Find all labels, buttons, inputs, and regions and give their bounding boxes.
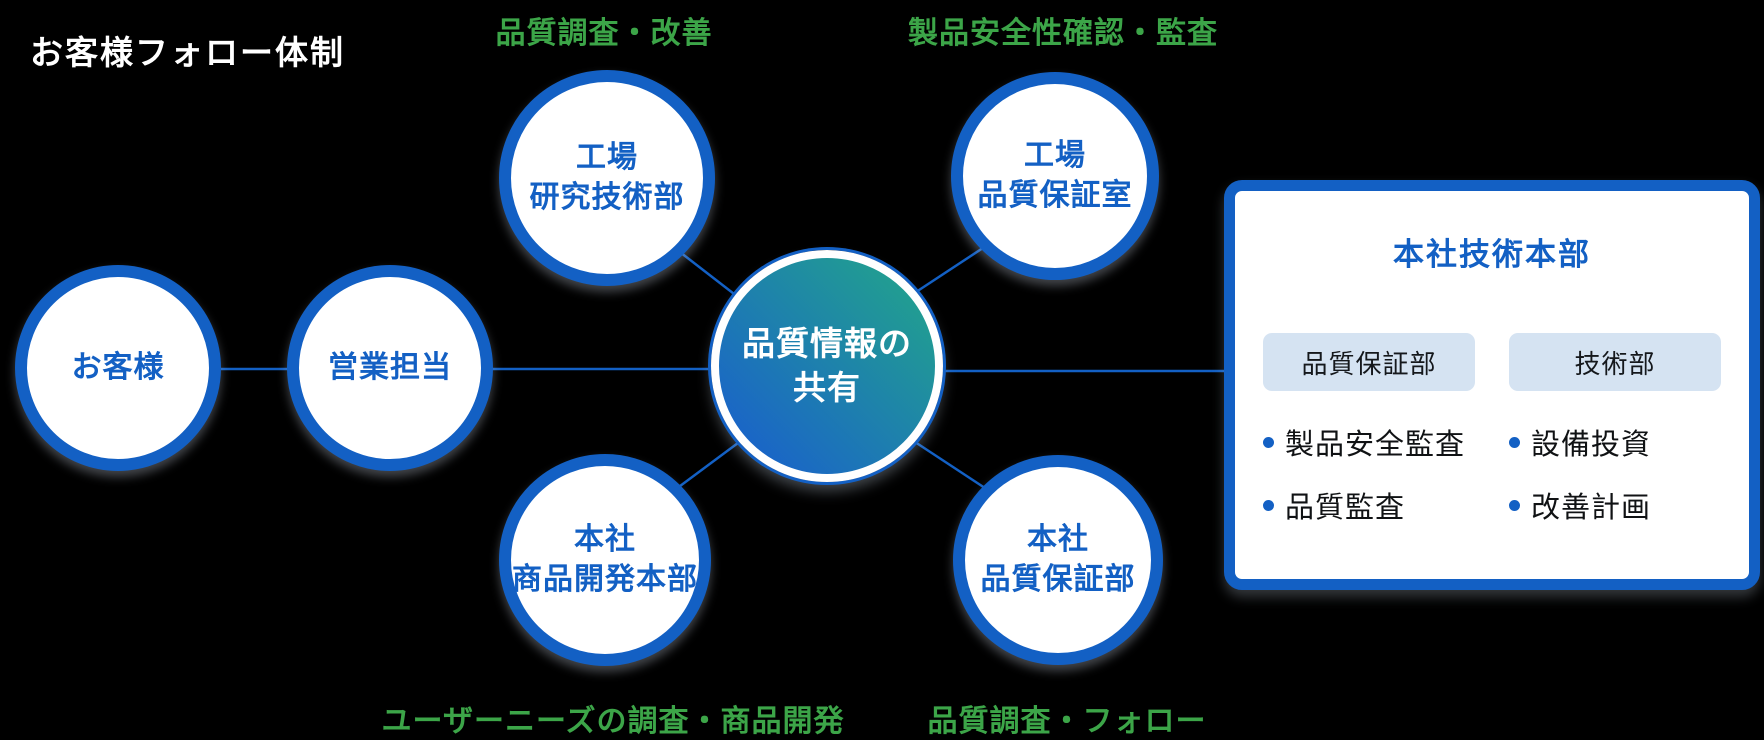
connector-hq-dev-hub	[671, 438, 743, 494]
node-factory-qa-label-2: 品質保証室	[977, 179, 1133, 212]
hub-quality-information-sharing: 品質情報の 共有	[711, 250, 943, 482]
dept-chip-technology: 技術部	[1509, 333, 1721, 391]
connector-hq-qa-hub	[911, 438, 992, 494]
connector-factory-rnd-hub	[675, 248, 739, 298]
node-hq-dev: 本社 商品開発本部	[499, 454, 711, 666]
node-hq-qa-label-2: 品質保証部	[980, 563, 1136, 596]
annotation-quality-survey-improvement: 品質調査・改善	[495, 17, 713, 50]
node-hq-qa-label-1: 本社	[1027, 522, 1089, 556]
node-factory-qa: 工場 品質保証室	[951, 72, 1159, 280]
node-factory-qa-label-1: 工場	[1024, 138, 1086, 172]
bullet-dot-icon	[1509, 436, 1520, 448]
node-customer-label: お客様	[71, 350, 165, 384]
annotation-product-safety-audit: 製品安全性確認・監査	[908, 17, 1218, 50]
bullet-col-quality-assurance: 製品安全監査 品質監査	[1263, 421, 1475, 526]
node-factory-rnd: 工場 研究技術部	[499, 70, 715, 286]
node-hq-dev-label-2: 商品開発本部	[512, 563, 698, 596]
hub-label-1: 品質情報の	[742, 325, 912, 363]
bullet-item: 設備投資	[1509, 421, 1721, 463]
node-hq-qa: 本社 品質保証部	[953, 455, 1163, 665]
panel-title: 本社技術本部	[1393, 237, 1591, 272]
dept-chip-quality-assurance: 品質保証部	[1263, 333, 1475, 391]
page-title: お客様フォロー体制	[30, 34, 345, 71]
node-sales: 営業担当	[287, 265, 493, 471]
node-hq-dev-label-1: 本社	[574, 522, 636, 556]
department-bullet-row: 製品安全監査 品質監査 設備投資 改善計画	[1235, 421, 1749, 526]
bullet-item: 改善計画	[1509, 484, 1721, 526]
node-factory-rnd-label-2: 研究技術部	[529, 181, 685, 214]
annotation-user-needs-development: ユーザーニーズの調査・商品開発	[381, 705, 845, 738]
panel-hq-technology-division: 本社技術本部 品質保証部 技術部 製品安全監査 品質監査 設備投資	[1224, 180, 1760, 590]
node-sales-label: 営業担当	[328, 350, 452, 384]
bullet-dot-icon	[1263, 499, 1274, 511]
bullet-dot-icon	[1263, 436, 1274, 448]
bullet-dot-icon	[1509, 499, 1520, 511]
bullet-col-technology: 設備投資 改善計画	[1509, 421, 1721, 526]
annotation-quality-survey-follow: 品質調査・フォロー	[927, 705, 1207, 738]
node-customer: お客様	[15, 265, 221, 471]
department-chip-row: 品質保証部 技術部	[1235, 333, 1749, 391]
node-factory-rnd-label-1: 工場	[576, 140, 638, 174]
hub-label-2: 共有	[793, 369, 861, 406]
connector-factory-qa-hub	[912, 242, 990, 296]
bullet-item: 製品安全監査	[1263, 421, 1475, 463]
bullet-item: 品質監査	[1263, 484, 1475, 526]
